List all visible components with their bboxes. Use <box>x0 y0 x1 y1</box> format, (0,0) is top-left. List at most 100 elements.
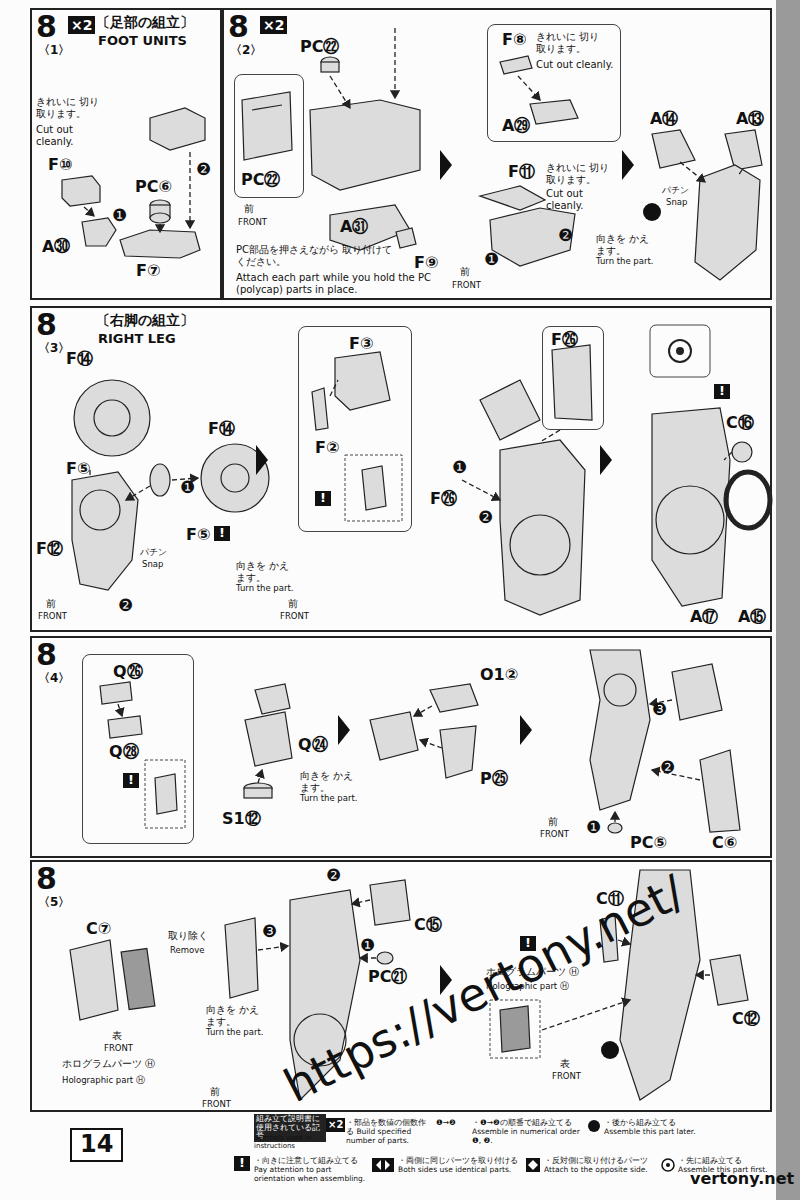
note-text: Cut out cleanly. <box>546 188 616 211</box>
drawing-shape <box>440 726 476 778</box>
node-text: 〈3〉 <box>38 342 70 356</box>
drawing-shape <box>669 340 691 362</box>
drawing-shape <box>245 712 292 766</box>
drawing-shape <box>676 347 684 355</box>
drawing-shape <box>372 1158 394 1172</box>
note-text: FRONT <box>202 1100 231 1110</box>
page-edge <box>776 0 800 1200</box>
drawing-shape <box>82 218 116 246</box>
drawing-shape <box>480 380 540 440</box>
drawing-shape <box>70 940 118 1020</box>
note-text: 前 <box>548 816 558 828</box>
node-text: F② <box>315 439 339 457</box>
drawing-shape <box>396 228 416 248</box>
node-text: 〈1〉 <box>38 44 70 58</box>
drawing-shape <box>738 170 742 176</box>
drawing-shape <box>150 108 205 150</box>
drawing-shape <box>680 162 705 182</box>
node-text: 〈5〉 <box>38 896 70 910</box>
inset-box: F㉖ <box>542 326 604 430</box>
node-text: 8 <box>36 864 57 894</box>
drawing-shape <box>74 380 150 456</box>
drawing-shape <box>321 62 339 72</box>
node-text: 8 <box>36 310 57 340</box>
part-number: A㉛ <box>340 218 368 236</box>
note-text: 向きを かえます。 <box>300 770 360 793</box>
step-panel: 8×2〈1〉〔足部の組立〕FOOT UNITS <box>30 8 222 300</box>
drawing-shape <box>352 900 370 904</box>
drawing-shape <box>256 445 268 475</box>
drawing-shape <box>258 770 262 783</box>
note-text: 前 <box>210 1086 220 1098</box>
note-text: Holographic part Ⓗ <box>62 1076 145 1086</box>
note-text: きれいに 切り取ります。 <box>36 96 106 119</box>
drawing-shape <box>622 150 634 180</box>
drawing-shape <box>590 650 650 810</box>
drawing-shape <box>94 400 130 436</box>
drawing-shape <box>377 952 393 964</box>
node-text: 8 <box>36 640 57 670</box>
drawing-shape <box>710 955 748 1005</box>
right-leg-parts <box>72 325 770 615</box>
node-text: 〈2〉 <box>230 44 262 58</box>
drawing-shape <box>150 213 170 223</box>
drawing-shape <box>62 176 100 206</box>
note-text: FRONT <box>452 281 481 291</box>
node-text: Cut out cleanly. <box>536 59 616 71</box>
caution-mark: ! <box>234 1156 250 1171</box>
step-number: ❶ <box>360 936 375 956</box>
node-text: FOOT UNITS <box>98 34 187 49</box>
drawing-shape <box>159 224 160 232</box>
note-text: 前 <box>46 598 56 610</box>
step-number: ❸ <box>652 700 667 720</box>
drawing-shape <box>394 28 395 98</box>
step-number: ❸ <box>262 922 277 942</box>
drawing-shape <box>201 444 269 512</box>
note-text: FRONT <box>552 1072 581 1082</box>
drawing-shape <box>244 788 272 798</box>
legend-text: ・反対側に取り付けるパーツ Attach to the opposite sid… <box>544 1156 660 1174</box>
note-text: 表 <box>112 1030 122 1042</box>
part-number: A⑮ <box>738 608 766 626</box>
part-number: PC⑤ <box>630 834 667 852</box>
note-text: Turn the part. <box>596 257 654 267</box>
part-number: PC㉒ <box>300 38 339 56</box>
inset-box: PC㉒ <box>234 74 304 198</box>
inset-box: Q㉖Q㉘! <box>82 654 194 844</box>
node-text: F③ <box>349 335 373 353</box>
step-number: ❶ <box>586 818 601 838</box>
drawing-shape <box>108 716 142 738</box>
drawing-shape <box>695 165 760 280</box>
note-text: FRONT <box>104 1044 133 1054</box>
drawing-shape <box>662 1159 674 1171</box>
node-text: PC㉒ <box>241 171 280 189</box>
node-text: F㉖ <box>551 331 578 349</box>
drawing-shape <box>118 704 122 716</box>
drawing-shape <box>528 1160 538 1170</box>
step-number: ❷ <box>326 866 341 886</box>
drawing-shape <box>552 345 592 420</box>
note-text: FRONT <box>540 830 569 840</box>
legend-text: ・向きに注意して組み立てる Pay attention to part orie… <box>254 1156 366 1183</box>
part-number: F⑩ <box>48 156 72 174</box>
drawing-shape <box>150 464 170 496</box>
symbol-sample: ×2 <box>326 1118 345 1132</box>
drawing-shape <box>370 880 410 925</box>
note-text: ホログラムパーツ Ⓗ <box>62 1058 155 1070</box>
part-number: O1② <box>480 666 518 684</box>
drawing-shape <box>726 472 770 528</box>
drawing-shape <box>480 186 545 210</box>
caution-mark: ! <box>714 384 730 399</box>
node-text: RIGHT LEG <box>98 332 176 347</box>
drawing-shape <box>72 472 138 590</box>
drawing-shape <box>725 130 762 170</box>
node-text: 〔足部の組立〕 <box>96 14 194 30</box>
drawing-shape <box>335 352 390 410</box>
drawing-shape <box>696 974 710 975</box>
node-text: ! <box>123 773 139 788</box>
drawing-shape <box>330 205 410 250</box>
drawing-shape <box>700 750 740 832</box>
note-text: Remove <box>170 946 205 956</box>
node-text: A㉙ <box>502 117 530 135</box>
part-number: A㉚ <box>42 238 70 256</box>
